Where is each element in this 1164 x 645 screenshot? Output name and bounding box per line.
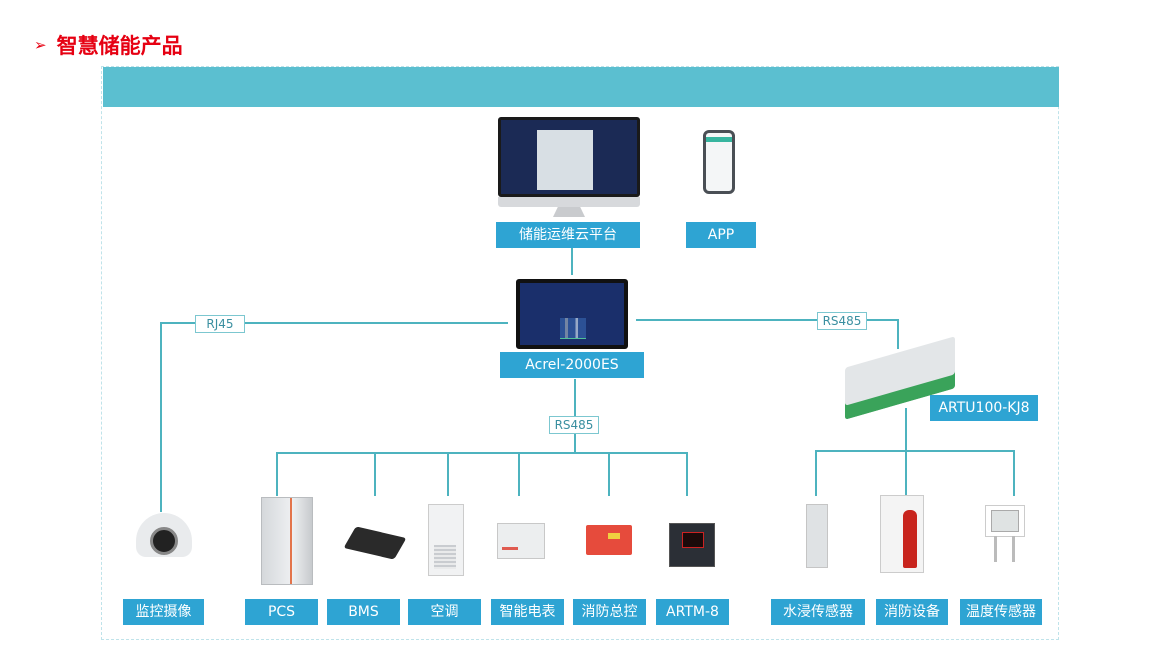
connector-artu-down: [905, 408, 907, 496]
link-tag-rs485-down: RS485: [549, 416, 599, 434]
connector-ac: [447, 452, 449, 496]
connector-rj45-vertical: [160, 322, 162, 512]
node-label-artu: ARTU100-KJ8: [930, 395, 1038, 421]
device-label-temp-sensor: 温度传感器: [960, 599, 1042, 625]
node-label-gateway: Acrel-2000ES: [500, 352, 644, 378]
temperature-monitor-icon: [669, 523, 715, 567]
connector-cloud-gateway: [571, 247, 573, 275]
device-label-fire-panel: 消防总控: [573, 599, 646, 625]
link-tag-rs485-right: RS485: [817, 312, 867, 330]
node-label-app: APP: [686, 222, 756, 248]
dome-camera-icon: [136, 513, 192, 557]
connector-temp: [1013, 450, 1015, 496]
fire-extinguisher-cabinet-icon: [880, 495, 924, 573]
pcs-cabinet-icon: [261, 497, 313, 585]
smart-meter-icon: [497, 523, 545, 559]
link-tag-rj45: RJ45: [195, 315, 245, 333]
device-label-bms: BMS: [327, 599, 400, 625]
connector-meter: [518, 452, 520, 496]
connector-rs485-right-horizontal: [636, 319, 898, 321]
fire-control-panel-icon: [586, 525, 632, 555]
connector-bus-main: [276, 452, 688, 454]
diagram-header-banner: [103, 67, 1059, 107]
device-label-ac: 空调: [408, 599, 481, 625]
section-title: ➢ 智慧储能产品: [34, 30, 183, 60]
connector-pcs: [276, 452, 278, 496]
smartphone-icon: [703, 130, 735, 194]
connector-rj45-horizontal: [160, 322, 508, 324]
device-label-meter: 智能电表: [491, 599, 564, 625]
device-label-camera: 监控摄像: [123, 599, 204, 625]
device-label-pcs: PCS: [245, 599, 318, 625]
connector-fire-panel: [608, 452, 610, 496]
connector-rs485-right-vertical: [897, 319, 899, 349]
device-label-artm: ARTM-8: [656, 599, 729, 625]
touch-screen-icon: [516, 279, 628, 349]
water-sensor-icon: [806, 504, 828, 568]
diagram-frame: [101, 66, 1059, 640]
section-title-text: 智慧储能产品: [56, 34, 183, 58]
arrow-bullet-icon: ➢: [34, 36, 47, 54]
connector-artm: [686, 452, 688, 496]
connector-bus-artu: [815, 450, 1015, 452]
connector-water: [815, 450, 817, 496]
air-conditioner-icon: [428, 504, 464, 576]
device-label-fire-equipment: 消防设备: [876, 599, 948, 625]
node-label-cloud: 储能运维云平台: [496, 222, 640, 248]
connector-bms: [374, 452, 376, 496]
device-label-water-sensor: 水浸传感器: [771, 599, 865, 625]
